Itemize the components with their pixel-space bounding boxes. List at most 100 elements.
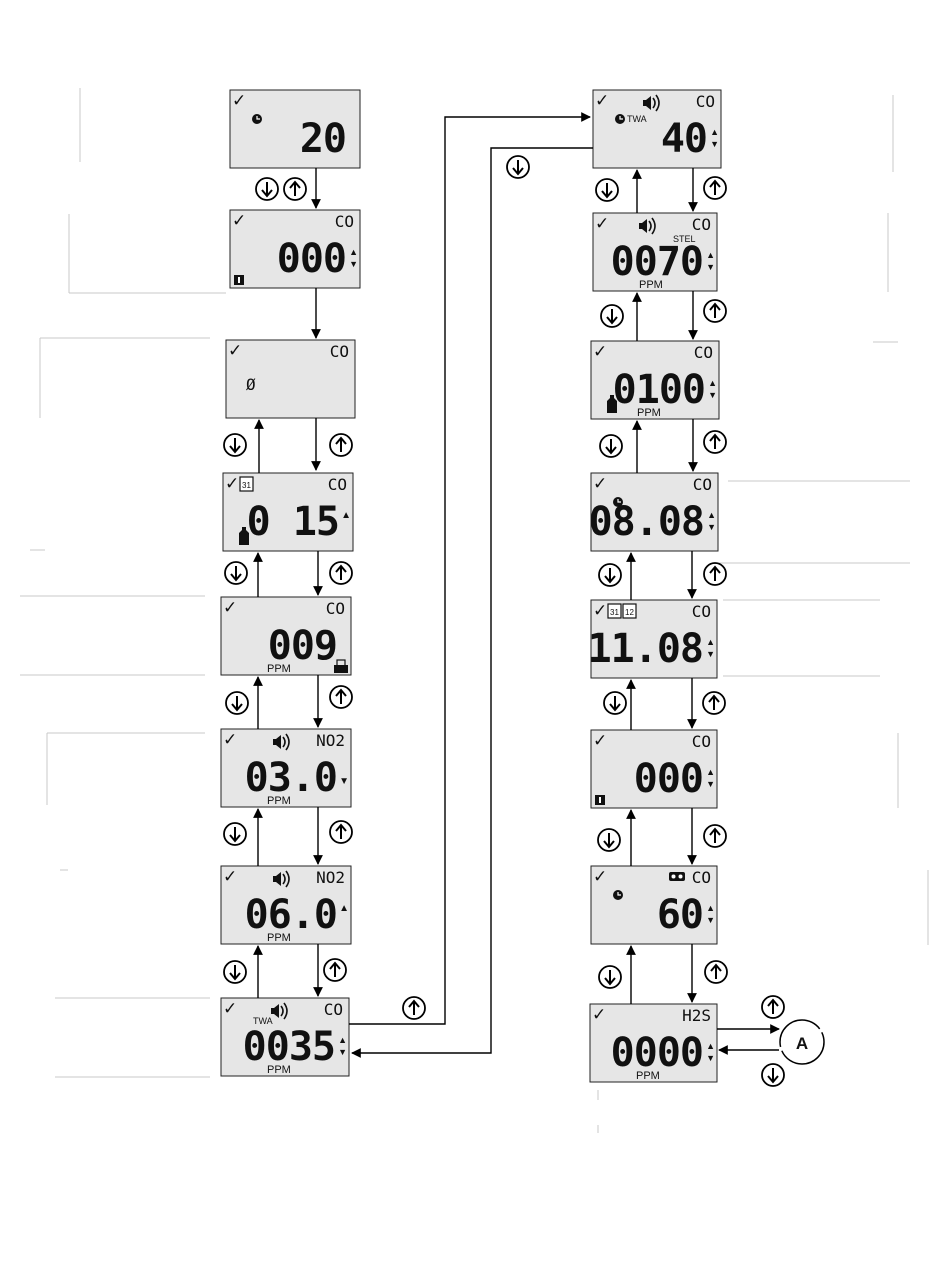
down-button-icon xyxy=(600,435,622,457)
check-mark: ✓ xyxy=(593,867,607,886)
display-value: 40 xyxy=(661,116,707,162)
lcd-screen-s9: ✓COTWA40▲▼ xyxy=(593,90,721,168)
check-mark: ✓ xyxy=(223,598,237,617)
lcd-screen-s16: ✓H2S0000▲▼PPM xyxy=(590,1004,717,1082)
up-button-icon xyxy=(704,300,726,322)
up-triangle: ▲ xyxy=(706,767,715,777)
gas-label: CO xyxy=(692,732,711,751)
gas-label: CO xyxy=(326,599,345,618)
down-triangle: ▼ xyxy=(349,259,358,269)
down-button-icon xyxy=(762,1064,784,1086)
up-triangle: ▲ xyxy=(707,510,716,520)
down-button-icon xyxy=(604,692,626,714)
gas-label: CO xyxy=(328,475,347,494)
ppm-label: PPM xyxy=(267,663,291,675)
gas-label: NO2 xyxy=(316,731,345,750)
check-mark: ✓ xyxy=(593,601,607,620)
down-triangle: ▼ xyxy=(706,915,715,925)
down-triangle: ▼ xyxy=(339,776,349,787)
datalog-reel xyxy=(672,875,676,879)
up-triangle: ▲ xyxy=(349,247,358,257)
check-mark: ✓ xyxy=(593,474,607,493)
check-mark: ✓ xyxy=(223,730,237,749)
down-button-icon xyxy=(224,823,246,845)
display-value: 60 xyxy=(657,892,703,938)
down-button-icon xyxy=(599,966,621,988)
up-triangle: ▲ xyxy=(708,378,717,388)
check-mark: ✓ xyxy=(228,341,242,360)
lock-slot xyxy=(238,277,240,283)
gas-label: CO xyxy=(692,602,711,621)
gas-label: NO2 xyxy=(316,868,345,887)
up-triangle: ▲ xyxy=(706,1041,715,1051)
up-triangle: ▲ xyxy=(706,250,715,260)
gas-label: CO xyxy=(694,343,713,362)
up-triangle: ▲ xyxy=(706,637,715,647)
gas-label: CO xyxy=(692,215,711,234)
check-mark: ✓ xyxy=(592,1005,606,1024)
up-triangle: ▲ xyxy=(341,510,351,521)
gas-label: CO xyxy=(330,342,349,361)
down-button-icon xyxy=(256,178,278,200)
down-button-icon xyxy=(226,692,248,714)
down-triangle: ▼ xyxy=(706,649,715,659)
up-button-icon xyxy=(704,825,726,847)
down-triangle: ▼ xyxy=(706,779,715,789)
down-triangle: ▼ xyxy=(338,1047,347,1057)
check-mark: ✓ xyxy=(223,867,237,886)
twa-label: TWA xyxy=(627,114,647,124)
down-triangle: ▼ xyxy=(710,139,719,149)
ppm-label: PPM xyxy=(636,1070,660,1082)
connector-label: A xyxy=(796,1034,808,1053)
display-value: 08.08 xyxy=(589,499,704,545)
down-button-icon xyxy=(601,305,623,327)
up-button-icon xyxy=(705,961,727,983)
down-button-icon xyxy=(598,829,620,851)
down-triangle: ▼ xyxy=(707,522,716,532)
zero-symbol: Ø xyxy=(246,375,256,394)
gas-label: CO xyxy=(693,475,712,494)
check-mark: ✓ xyxy=(223,999,237,1018)
up-button-icon xyxy=(704,177,726,199)
calendar-day: 12 xyxy=(625,608,634,617)
down-button-icon xyxy=(599,564,621,586)
lcd-screen-s1: ✓20 xyxy=(230,90,360,168)
down-button-icon xyxy=(224,961,246,983)
down-triangle: ▼ xyxy=(708,390,717,400)
down-triangle: ▼ xyxy=(706,1053,715,1063)
up-button-icon xyxy=(324,959,346,981)
up-button-icon xyxy=(704,431,726,453)
down-button-icon xyxy=(225,562,247,584)
check-mark: ✓ xyxy=(593,731,607,750)
calendar-day: 31 xyxy=(610,608,619,617)
check-mark: ✓ xyxy=(225,474,239,493)
gas-label: CO xyxy=(324,1000,343,1019)
display-value: 11.08 xyxy=(588,626,703,672)
flow-arrow-cross xyxy=(349,117,590,1024)
ppm-label: PPM xyxy=(267,795,291,807)
up-triangle: ▲ xyxy=(338,1035,347,1045)
connector-a: A xyxy=(780,1020,824,1064)
display-value: 20 xyxy=(300,116,346,162)
lcd-screen-s3: ✓ CO Ø xyxy=(226,340,355,418)
calendar-day: 31 xyxy=(242,481,251,490)
gas-label: CO xyxy=(335,212,354,231)
gas-label: CO xyxy=(696,92,715,111)
lcd-screen-s15: ✓CO60▲▼ xyxy=(591,866,717,944)
up-button-icon xyxy=(330,562,352,584)
lock-slot xyxy=(599,797,601,803)
up-triangle: ▲ xyxy=(339,903,349,914)
check-mark: ✓ xyxy=(593,342,607,361)
down-triangle: ▼ xyxy=(706,262,715,272)
display-value: 000 xyxy=(634,756,703,802)
up-button-icon xyxy=(703,692,725,714)
lcd-screen-s12: ✓ CO 08.08▲ ▼ xyxy=(589,473,718,551)
up-button-icon xyxy=(762,996,784,1018)
